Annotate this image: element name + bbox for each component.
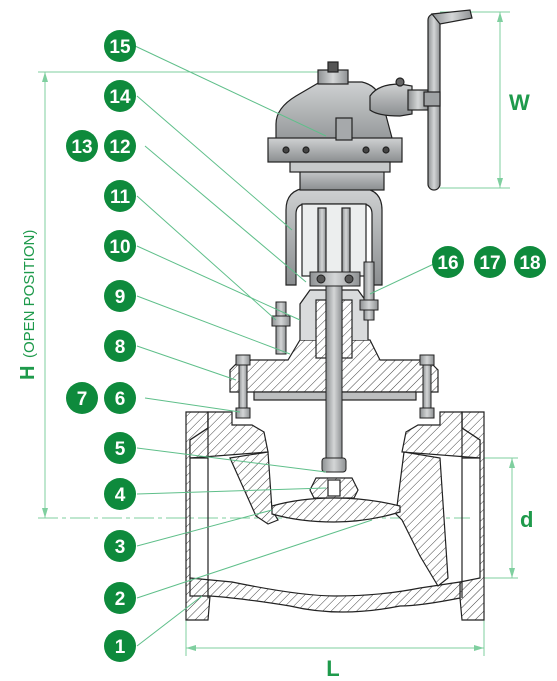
callout-11: 11 bbox=[104, 180, 136, 212]
svg-text:18: 18 bbox=[519, 253, 540, 274]
length-dimension-label: L bbox=[326, 656, 339, 681]
svg-text:8: 8 bbox=[115, 337, 126, 358]
svg-text:15: 15 bbox=[109, 37, 131, 58]
svg-text:H: H bbox=[17, 366, 39, 380]
svg-text:10: 10 bbox=[109, 237, 130, 258]
stem bbox=[321, 259, 347, 473]
handwheel bbox=[423, 9, 473, 191]
svg-text:6: 6 bbox=[115, 389, 126, 410]
callout-15: 15 bbox=[104, 30, 136, 62]
callout-12: 12 bbox=[104, 130, 136, 162]
callout-4: 4 bbox=[104, 478, 136, 510]
leader-lines bbox=[134, 45, 439, 647]
bonnet-bolts bbox=[235, 354, 435, 419]
svg-text:3: 3 bbox=[115, 537, 126, 558]
callout-9: 9 bbox=[104, 280, 136, 312]
svg-text:2: 2 bbox=[115, 589, 126, 610]
svg-text:14: 14 bbox=[109, 87, 131, 108]
svg-text:16: 16 bbox=[437, 253, 458, 274]
disc bbox=[271, 477, 401, 523]
dimension-h bbox=[38, 71, 470, 519]
svg-text:1: 1 bbox=[115, 637, 126, 658]
valve-body bbox=[185, 411, 485, 621]
bore-dimension-label: d bbox=[520, 507, 533, 532]
callout-18: 18 bbox=[514, 246, 546, 278]
callout-2: 2 bbox=[104, 582, 136, 614]
callout-16: 16 bbox=[432, 246, 464, 278]
callout-8: 8 bbox=[104, 330, 136, 362]
handwheel-dimension-label: W bbox=[509, 90, 530, 115]
callout-1: 1 bbox=[104, 630, 136, 662]
svg-text:4: 4 bbox=[115, 485, 126, 506]
svg-text:5: 5 bbox=[115, 439, 126, 460]
handwheel-shaft bbox=[369, 77, 429, 117]
dimension-w bbox=[440, 11, 510, 189]
svg-text:17: 17 bbox=[479, 253, 500, 274]
callout-7: 7 bbox=[66, 382, 98, 414]
callouts: 15 14 13 12 11 10 9 8 7 6 5 4 3 2 1 16 1… bbox=[66, 30, 546, 662]
svg-text:7: 7 bbox=[77, 389, 88, 410]
callout-3: 3 bbox=[104, 530, 136, 562]
svg-text:11: 11 bbox=[110, 187, 131, 208]
callout-10: 10 bbox=[104, 230, 136, 262]
gearbox bbox=[267, 61, 403, 173]
svg-text:9: 9 bbox=[115, 287, 126, 308]
callout-14: 14 bbox=[104, 80, 136, 112]
svg-text:12: 12 bbox=[109, 137, 130, 158]
height-dimension-label: H (OPEN POSITION) bbox=[17, 230, 39, 380]
callout-5: 5 bbox=[104, 432, 136, 464]
gland-bolts bbox=[271, 261, 379, 355]
svg-text:(OPEN POSITION): (OPEN POSITION) bbox=[21, 230, 38, 358]
callout-13: 13 bbox=[66, 130, 98, 162]
callout-6: 6 bbox=[104, 382, 136, 414]
callout-17: 17 bbox=[474, 246, 506, 278]
dimension-d bbox=[478, 457, 518, 579]
svg-text:13: 13 bbox=[71, 137, 92, 158]
